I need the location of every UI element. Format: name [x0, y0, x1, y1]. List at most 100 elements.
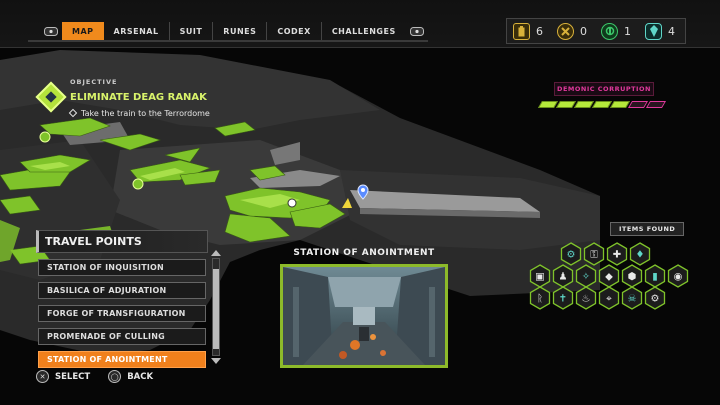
corruption-meter [537, 101, 680, 108]
automap-station-icon: ⚙ [560, 242, 582, 266]
objective-label: OBJECTIVE [70, 78, 118, 86]
counter-value: 4 [668, 24, 675, 38]
svg-text:▮: ▮ [652, 272, 658, 283]
back-label: BACK [127, 371, 154, 382]
select-prompt[interactable]: ✕ SELECT [36, 370, 90, 383]
scrollbar-thumb[interactable] [213, 269, 219, 349]
items-found-grid: ⚙ ⚿ ✚ ♦ ▣ ♟ ✧ ◆ ⬢ ▮ ◉ ᚱ ✝ ♨ ⌖ ☠ ⚙ [529, 242, 689, 310]
crystal-icon: ◆ [598, 264, 620, 288]
cross-icon: ✝ [552, 286, 574, 310]
objective-marker-icon [342, 198, 352, 208]
sentinel-battery-icon [513, 22, 530, 40]
svg-text:✧: ✧ [582, 272, 590, 283]
button-prompts: ✕ SELECT ◯ BACK [36, 370, 171, 383]
wrench-icon: ✧ [575, 264, 597, 288]
svg-text:☠: ☠ [628, 294, 637, 305]
scroll-down-icon[interactable] [211, 358, 221, 364]
preview-image [280, 264, 448, 368]
counter-sentinel-batteries: 6 [513, 22, 543, 40]
tab-arsenal[interactable]: ARSENAL [104, 22, 170, 40]
cross-button-icon: ✕ [36, 370, 49, 383]
svg-text:⚙: ⚙ [567, 250, 576, 261]
flame-icon: ♨ [575, 286, 597, 310]
select-label: SELECT [55, 371, 91, 382]
counter-value: 6 [536, 24, 543, 38]
corruption-segment [609, 101, 631, 108]
menu-tabs: MAP ARSENAL SUIT RUNES CODEX CHALLENGES [40, 22, 428, 40]
demonic-corruption: DEMONIC CORRUPTION [537, 82, 680, 108]
objective-task-text: Take the train to the Terrordome [81, 109, 210, 118]
rune-icon: ᚱ [529, 286, 551, 310]
corruption-segment [537, 101, 559, 108]
svg-text:◉: ◉ [674, 272, 683, 283]
scroll-up-icon[interactable] [211, 250, 221, 256]
travel-point-basilica-of-adjuration[interactable]: BASILICA OF ADJURATION [38, 282, 206, 299]
corruption-segment [645, 101, 667, 108]
top-bar: MAP ARSENAL SUIT RUNES CODEX CHALLENGES … [0, 0, 720, 48]
preview-title: STATION OF ANOINTMENT [293, 248, 435, 258]
circle-button-icon: ◯ [108, 370, 122, 383]
key-icon: ⚿ [583, 242, 605, 266]
corruption-segment [573, 101, 595, 108]
r1-bumper-icon[interactable] [406, 24, 428, 38]
skull-icon: ☠ [621, 286, 643, 310]
corruption-segment [555, 101, 577, 108]
items-found-label: ITEMS FOUND [610, 222, 685, 236]
map-marker[interactable] [287, 198, 297, 208]
travel-point-station-of-anointment[interactable]: STATION OF ANOINTMENT [38, 351, 206, 368]
travel-points-scrollbar[interactable] [212, 258, 220, 356]
l1-bumper-icon[interactable] [40, 24, 62, 38]
map-marker[interactable] [132, 178, 144, 190]
sentinel-crystal-icon [601, 22, 618, 40]
objective-title: ELIMINATE DEAG RANAK [70, 92, 207, 103]
hexagon-token-icon: ⬢ [621, 264, 643, 288]
record-icon: ◉ [667, 264, 689, 288]
objective-task: Take the train to the Terrordome [68, 108, 210, 118]
svg-text:⬢: ⬢ [628, 272, 637, 283]
collectible-counters: 6 0 1 4 [506, 18, 686, 44]
travel-point-station-of-inquisition[interactable]: STATION OF INQUISITION [38, 259, 206, 276]
svg-text:✝: ✝ [559, 294, 567, 305]
travel-point-forge-of-transfiguration[interactable]: FORGE OF TRANSFIGURATION [38, 305, 206, 322]
counter-value: 0 [580, 24, 587, 38]
codex-icon: ♦ [629, 242, 651, 266]
svg-text:⚿: ⚿ [590, 250, 598, 261]
counter-empyrean-keys: 4 [645, 22, 675, 40]
corruption-segment [627, 101, 649, 108]
corruption-label: DEMONIC CORRUPTION [554, 82, 654, 96]
corruption-segment [591, 101, 613, 108]
task-diamond-icon [68, 108, 78, 118]
counter-value: 1 [624, 24, 631, 38]
floppy-disk-icon: ▣ [529, 264, 551, 288]
battery-icon: ▮ [644, 264, 666, 288]
tab-map[interactable]: MAP [62, 22, 104, 40]
tab-suit[interactable]: SUIT [170, 22, 214, 40]
counter-sentinel-crystals: 1 [601, 22, 631, 40]
svg-text:▣: ▣ [535, 272, 544, 283]
location-preview: STATION OF ANOINTMENT [280, 248, 448, 368]
svg-text:♟: ♟ [559, 272, 568, 283]
svg-text:⚙: ⚙ [651, 294, 660, 305]
svg-text:⌖: ⌖ [606, 294, 612, 305]
svg-text:ᚱ: ᚱ [537, 294, 543, 305]
extra-life-icon: ✚ [606, 242, 628, 266]
gear-icon: ⚙ [644, 286, 666, 310]
empyrean-key-icon [645, 22, 662, 40]
items-found-panel: ITEMS FOUND ⚙ ⚿ ✚ ♦ ▣ ♟ ✧ ◆ ⬢ ▮ ◉ ᚱ ✝ ♨ ⌖ ☠ ⚙ [520, 222, 704, 332]
tab-challenges[interactable]: CHALLENGES [331, 26, 396, 36]
svg-text:✚: ✚ [613, 250, 621, 261]
svg-text:◆: ◆ [605, 272, 613, 283]
travel-point-promenade-of-culling[interactable]: PROMENADE OF CULLING [38, 328, 206, 345]
tab-runes[interactable]: RUNES [213, 22, 268, 40]
tab-codex[interactable]: CODEX [267, 22, 322, 40]
tab-underline [28, 40, 428, 42]
map-marker[interactable] [39, 131, 51, 143]
back-prompt[interactable]: ◯ BACK [108, 370, 153, 383]
travel-points-header: TRAVEL POINTS [36, 230, 208, 253]
svg-text:♦: ♦ [636, 250, 645, 261]
svg-text:♨: ♨ [582, 294, 591, 305]
travel-points-panel: TRAVEL POINTS STATION OF INQUISITION BAS… [36, 230, 226, 368]
gun-mod-icon: ⌖ [598, 286, 620, 310]
praetor-token-icon [557, 22, 574, 40]
